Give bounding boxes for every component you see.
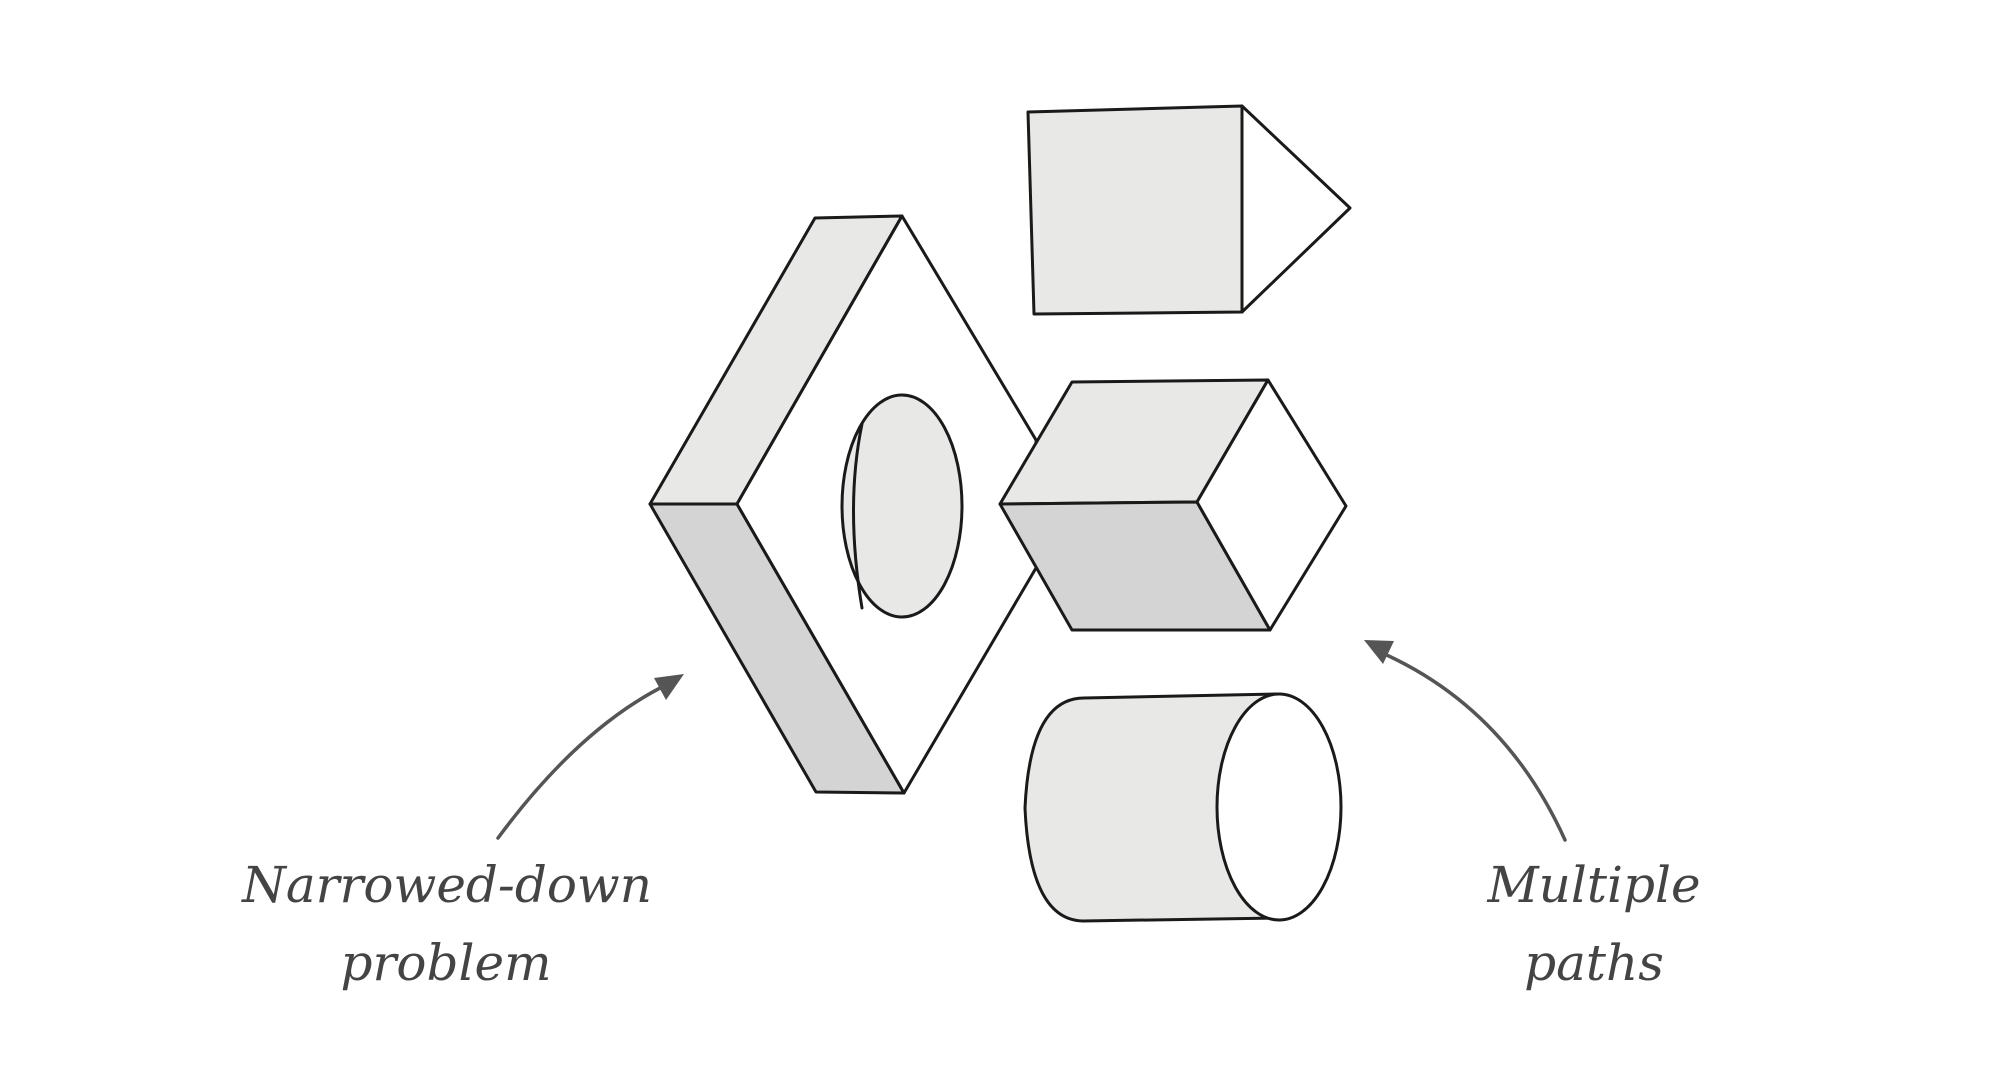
right-label-line2: paths	[1524, 934, 1664, 992]
right-arrow-head	[1364, 640, 1394, 664]
square-face	[1026, 104, 1244, 316]
diamond-hole-inner-edge	[852, 422, 864, 610]
triangle-tip	[1240, 104, 1352, 314]
right-arrow-curve	[1378, 650, 1567, 842]
square-arrow-shape	[1026, 104, 1352, 316]
right-arrow	[1364, 640, 1567, 842]
diamond-block-shape	[648, 214, 1038, 795]
left-label-line2: problem	[340, 934, 551, 992]
left-label-line1: Narrowed-down	[241, 856, 652, 914]
left-arrow-head	[654, 674, 684, 700]
diamond-hole-ellipse	[840, 393, 964, 619]
hexagon-prism-shape	[998, 378, 1348, 632]
left-arrow-curve	[496, 682, 670, 840]
left-arrow	[496, 674, 684, 840]
hexagon-front-face	[1195, 378, 1348, 632]
cylinder-body	[1023, 692, 1279, 923]
right-label-line1: Multiple	[1486, 856, 1700, 914]
cylinder-end-face	[1215, 692, 1343, 922]
cylinder-shape	[1023, 692, 1343, 923]
